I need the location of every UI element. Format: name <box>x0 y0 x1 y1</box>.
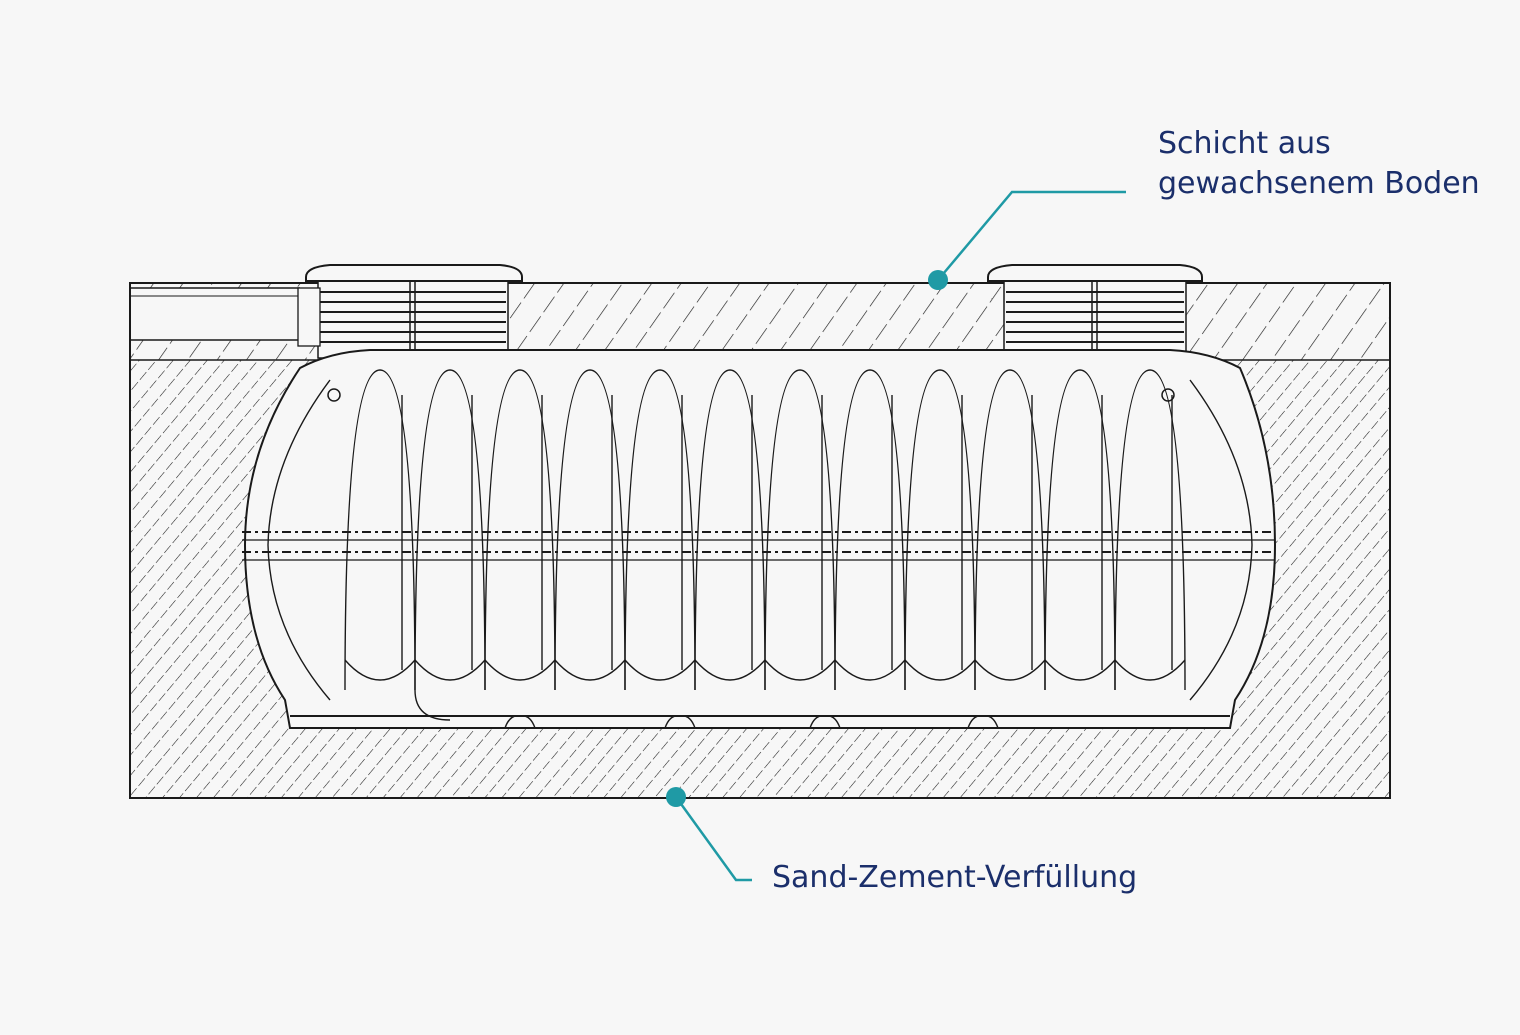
lifting-eye-left-icon <box>327 388 341 402</box>
callout-dot-bottom-icon <box>666 787 686 807</box>
underground-tank <box>242 349 1277 729</box>
callout-dot-top-icon <box>928 270 948 290</box>
excavation-outline <box>129 282 1391 799</box>
lifting-eye-right-icon <box>1161 388 1175 402</box>
label-native-soil-line1: Schicht aus <box>1158 126 1331 161</box>
callout-backfill <box>666 787 752 882</box>
label-sand-cement-backfill: Sand-Zement-Verfüllung <box>772 860 1138 895</box>
right-riser-shaft <box>987 264 1203 359</box>
label-native-soil-layer: Schicht aus gewachsenem Boden <box>1158 124 1480 204</box>
label-native-soil-line2: gewachsenem Boden <box>1158 166 1480 201</box>
callout-soil-layer <box>928 190 1126 290</box>
left-riser-shaft <box>297 264 523 359</box>
